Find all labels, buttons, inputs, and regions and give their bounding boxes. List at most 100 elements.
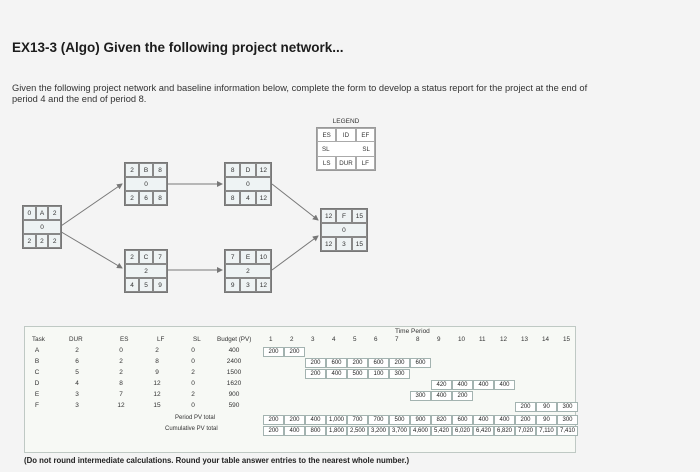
pv-cell: 400 xyxy=(473,380,494,390)
arrow-e-f xyxy=(271,235,319,271)
node-e-lf: 12 xyxy=(255,278,271,292)
node-e-es: 7 xyxy=(225,250,241,264)
budget-cell: 900 xyxy=(228,391,240,398)
arrow-d-f xyxy=(271,183,319,221)
node-a-sl: 0 xyxy=(23,220,61,234)
node-c: 2 C 7 2 4 5 9 xyxy=(124,249,168,293)
col-header-task: Task xyxy=(32,336,45,343)
col-header-dur: DUR xyxy=(69,336,83,343)
period-header-12: 12 xyxy=(500,336,508,343)
sl-cell: 2 xyxy=(191,369,195,376)
dur-cell: 4 xyxy=(75,380,79,387)
cumulative-total-cell: 800 xyxy=(305,426,326,436)
cumulative-total-cell: 400 xyxy=(284,426,305,436)
node-b-sl: 0 xyxy=(125,177,167,191)
node-b-es: 2 xyxy=(125,163,139,177)
lf-cell: 9 xyxy=(155,369,159,376)
period-total-cell: 700 xyxy=(347,415,368,425)
period-header-1: 1 xyxy=(269,336,273,343)
node-e-dur: 3 xyxy=(240,278,256,292)
period-total-cell: 400 xyxy=(494,415,515,425)
node-a-lf: 2 xyxy=(48,234,61,248)
period-total-cell: 500 xyxy=(389,415,410,425)
dur-cell: 3 xyxy=(75,391,79,398)
cumulative-total-cell: 1,800 xyxy=(326,426,347,436)
legend-dur: DUR xyxy=(336,156,356,170)
period-total-cell: 90 xyxy=(536,415,557,425)
pv-cell: 500 xyxy=(347,369,368,379)
cumulative-total-cell: 4,600 xyxy=(410,426,431,436)
period-total-cell: 400 xyxy=(305,415,326,425)
legend-lf: LF xyxy=(355,156,375,170)
node-f-es: 12 xyxy=(321,209,337,223)
cumulative-total-cell: 6,420 xyxy=(473,426,494,436)
es-cell: 8 xyxy=(119,380,123,387)
cumulative-total-cell: 2,500 xyxy=(347,426,368,436)
period-total-cell: 200 xyxy=(263,415,284,425)
period-header-10: 10 xyxy=(458,336,466,343)
period-header-8: 8 xyxy=(416,336,420,343)
cumulative-total-cell: 7,020 xyxy=(515,426,536,436)
budget-cell: 400 xyxy=(228,347,240,354)
node-f-id: F xyxy=(336,209,352,223)
node-e-id: E xyxy=(240,250,256,264)
legend-sl-left: SL xyxy=(322,145,330,153)
legend-id: ID xyxy=(336,128,356,142)
period-total-cell: 820 xyxy=(431,415,452,425)
node-b-ls: 2 xyxy=(125,191,139,205)
pv-table: Time Period Task DUR ES LF SL Budget (PV… xyxy=(24,326,578,453)
node-e-sl: 2 xyxy=(225,264,271,278)
lf-cell: 12 xyxy=(153,391,161,398)
es-cell: 2 xyxy=(119,358,123,365)
pv-cell: 200 xyxy=(515,402,536,412)
pv-cell: 400 xyxy=(452,380,473,390)
node-b-ef: 8 xyxy=(153,163,167,177)
legend-box: ES ID EF SL SL LS DUR LF xyxy=(316,127,376,171)
node-e: 7 E 10 2 9 3 12 xyxy=(224,249,272,293)
period-total-cell: 200 xyxy=(515,415,536,425)
dur-cell: 6 xyxy=(75,358,79,365)
legend-sl-row: SL SL xyxy=(317,142,375,156)
pv-cell: 400 xyxy=(431,391,452,401)
period-total-label: Period PV total xyxy=(175,415,216,421)
period-header-13: 13 xyxy=(521,336,529,343)
node-f-dur: 3 xyxy=(336,237,352,251)
cumulative-total-cell: 7,110 xyxy=(536,426,557,436)
dur-cell: 2 xyxy=(75,347,79,354)
pv-cell: 400 xyxy=(326,369,347,379)
period-header-2: 2 xyxy=(290,336,294,343)
pv-cell: 600 xyxy=(410,358,431,368)
node-b-lf: 8 xyxy=(153,191,167,205)
pv-cell: 300 xyxy=(410,391,431,401)
period-header-4: 4 xyxy=(332,336,336,343)
node-e-ls: 9 xyxy=(225,278,241,292)
pv-cell: 200 xyxy=(305,358,326,368)
budget-cell: 1620 xyxy=(226,380,242,387)
node-c-sl: 2 xyxy=(125,264,167,278)
node-a-ef: 2 xyxy=(48,206,61,220)
task-cell: C xyxy=(34,369,40,376)
pv-cell: 200 xyxy=(389,358,410,368)
legend-ef: EF xyxy=(355,128,375,142)
legend-title: LEGEND xyxy=(332,118,360,125)
sl-cell: 0 xyxy=(191,380,195,387)
sl-cell: 0 xyxy=(191,402,195,409)
col-header-lf: LF xyxy=(157,336,165,343)
cumulative-total-cell: 6,020 xyxy=(452,426,473,436)
lf-cell: 12 xyxy=(153,380,161,387)
task-cell: A xyxy=(34,347,40,354)
node-c-lf: 9 xyxy=(153,278,167,292)
node-d: 8 D 12 0 8 4 12 xyxy=(224,162,272,206)
budget-cell: 2400 xyxy=(226,358,242,365)
period-total-cell: 200 xyxy=(284,415,305,425)
period-header-15: 15 xyxy=(563,336,571,343)
legend: LEGEND ES ID EF SL SL LS DUR LF xyxy=(316,118,376,171)
pv-cell: 600 xyxy=(326,358,347,368)
node-f-lf: 15 xyxy=(351,237,367,251)
node-d-id: D xyxy=(240,163,256,177)
pv-cell: 200 xyxy=(284,347,305,357)
period-header-6: 6 xyxy=(374,336,378,343)
dur-cell: 3 xyxy=(75,402,79,409)
sl-cell: 0 xyxy=(191,347,195,354)
node-a: 0 A 2 0 2 2 2 xyxy=(22,205,62,249)
